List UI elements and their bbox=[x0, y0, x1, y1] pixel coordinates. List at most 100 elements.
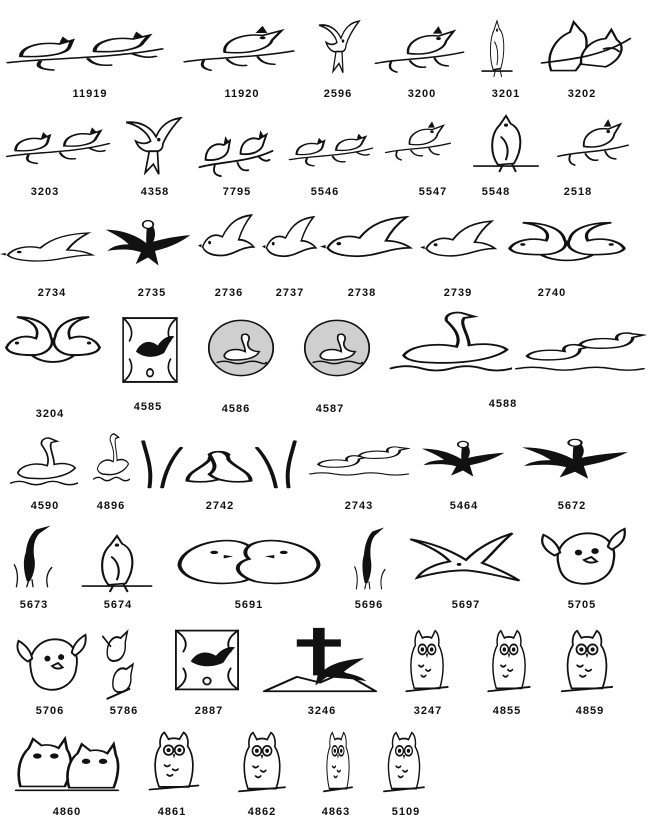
design-code-label: 5706 bbox=[35, 705, 65, 717]
design-code-label: 4588 bbox=[488, 398, 518, 410]
birds-on-pine-icon bbox=[384, 121, 452, 161]
design-code-label: 2596 bbox=[323, 88, 353, 100]
cardinals-dogwood-icon bbox=[198, 130, 274, 178]
dove-flourish-icon bbox=[320, 215, 414, 258]
eagle-landing-icon bbox=[308, 446, 410, 476]
two-owls-icon bbox=[487, 629, 531, 693]
design-code-label: 5697 bbox=[451, 599, 481, 611]
birds-square-frame-icon bbox=[16, 633, 87, 691]
design-code-label: 5546 bbox=[310, 186, 340, 198]
dove-icon bbox=[557, 119, 629, 166]
eagle-with-flowers-icon bbox=[0, 232, 96, 262]
design-code-label: 4896 bbox=[96, 500, 126, 512]
design-code-label: 3246 bbox=[307, 705, 337, 717]
design-code-label: 4863 bbox=[321, 806, 351, 818]
cardinal-on-branch-icon bbox=[374, 26, 465, 73]
perched-cardinal-icon bbox=[481, 19, 513, 78]
design-code-label: 5548 bbox=[481, 186, 511, 198]
design-code-label: 11920 bbox=[224, 88, 260, 100]
two-doves-icon bbox=[420, 220, 498, 257]
design-code-label: 5696 bbox=[354, 599, 384, 611]
birds-on-twig-icon bbox=[288, 133, 374, 167]
owl-icon bbox=[262, 627, 378, 693]
design-code-label: 5547 bbox=[418, 186, 448, 198]
design-code-label: 4358 bbox=[140, 186, 170, 198]
design-code-label: 5109 bbox=[391, 806, 421, 818]
loons-icon bbox=[93, 433, 130, 482]
design-code-label: 2734 bbox=[37, 287, 67, 299]
design-code-label: 4586 bbox=[221, 403, 251, 415]
swan-medallion-icon bbox=[207, 319, 275, 377]
design-code-label: 3200 bbox=[407, 88, 437, 100]
dove-with-flowers-icon bbox=[105, 219, 191, 266]
owl-on-branch-icon bbox=[174, 629, 240, 691]
owl-icon bbox=[148, 731, 200, 791]
cardinals-on-branch-icon bbox=[5, 127, 111, 165]
two-birds-icon bbox=[540, 527, 626, 585]
design-code-label: 3202 bbox=[567, 88, 597, 100]
dove-floral-frame-icon bbox=[4, 316, 102, 363]
design-code-label: 5786 bbox=[109, 705, 139, 717]
design-code-label: 11919 bbox=[72, 88, 108, 100]
heron-icon bbox=[81, 534, 153, 593]
design-code-label: 7795 bbox=[222, 186, 252, 198]
owl-icon bbox=[238, 731, 286, 793]
swan-and-ducklings-icon bbox=[303, 319, 371, 377]
swan-medallion-icon bbox=[122, 317, 178, 383]
design-code-label: 2739 bbox=[443, 287, 473, 299]
cardinal-wings-icon bbox=[125, 116, 183, 176]
dove-banner-icon bbox=[262, 215, 318, 258]
design-code-label: 2743 bbox=[344, 500, 374, 512]
cardinal-icon bbox=[183, 25, 295, 71]
design-code-label: 4859 bbox=[575, 705, 605, 717]
design-code-label: 3247 bbox=[413, 705, 443, 717]
swan-with-reeds-icon bbox=[514, 332, 646, 371]
cross-and-eagle-icon bbox=[102, 629, 135, 700]
design-code-label: 4861 bbox=[157, 806, 187, 818]
design-code-label: 4860 bbox=[52, 806, 82, 818]
design-code-label: 4585 bbox=[133, 401, 163, 413]
owl-on-branch-icon bbox=[560, 629, 614, 693]
cardinals-icon bbox=[6, 31, 164, 71]
owl-flying-icon bbox=[383, 731, 425, 793]
design-code-label: 4587 bbox=[315, 403, 345, 415]
owl-on-log-icon bbox=[14, 735, 120, 792]
design-code-label: 5674 bbox=[103, 599, 133, 611]
bird-on-branch-icon bbox=[522, 438, 628, 479]
design-code-label: 5673 bbox=[19, 599, 49, 611]
heron-silhouette-icon bbox=[421, 440, 505, 477]
design-code-label: 4862 bbox=[247, 806, 277, 818]
design-code-label: 5464 bbox=[449, 500, 479, 512]
design-code-label: 3203 bbox=[30, 186, 60, 198]
doves-on-leaves-icon bbox=[508, 221, 626, 262]
design-code-label: 2740 bbox=[537, 287, 567, 299]
design-code-label: 4590 bbox=[30, 500, 60, 512]
design-code-label: 2742 bbox=[205, 500, 235, 512]
design-code-label: 5691 bbox=[234, 599, 264, 611]
cartoon-bird-icon bbox=[354, 527, 386, 590]
design-code-label: 2735 bbox=[137, 287, 167, 299]
cartoon-bird-icon bbox=[409, 532, 521, 582]
bird-on-blossoms-icon bbox=[473, 114, 539, 173]
eagle-icon bbox=[141, 440, 297, 489]
flying-gull-icon bbox=[177, 539, 321, 585]
design-code-label: 2736 bbox=[214, 287, 244, 299]
design-code-label: 3204 bbox=[35, 408, 65, 420]
design-code-label: 4855 bbox=[492, 705, 522, 717]
design-code-label: 2518 bbox=[563, 186, 593, 198]
design-code-label: 5705 bbox=[567, 599, 597, 611]
design-code-label: 3201 bbox=[491, 88, 521, 100]
cardinal-pair-icon bbox=[540, 19, 632, 72]
swans-with-reeds-icon bbox=[9, 437, 78, 486]
dove-with-ribbon-icon bbox=[198, 214, 256, 257]
owl-perched-icon bbox=[405, 629, 449, 693]
design-code-label: 5672 bbox=[557, 500, 587, 512]
design-code-label: 2738 bbox=[347, 287, 377, 299]
design-code-label: 2737 bbox=[275, 287, 305, 299]
flying-cardinal-icon bbox=[318, 20, 361, 74]
two-chicks-icon bbox=[13, 525, 53, 588]
swan-icon bbox=[389, 311, 512, 372]
owl-icon bbox=[323, 731, 353, 793]
design-code-label: 2887 bbox=[194, 705, 224, 717]
